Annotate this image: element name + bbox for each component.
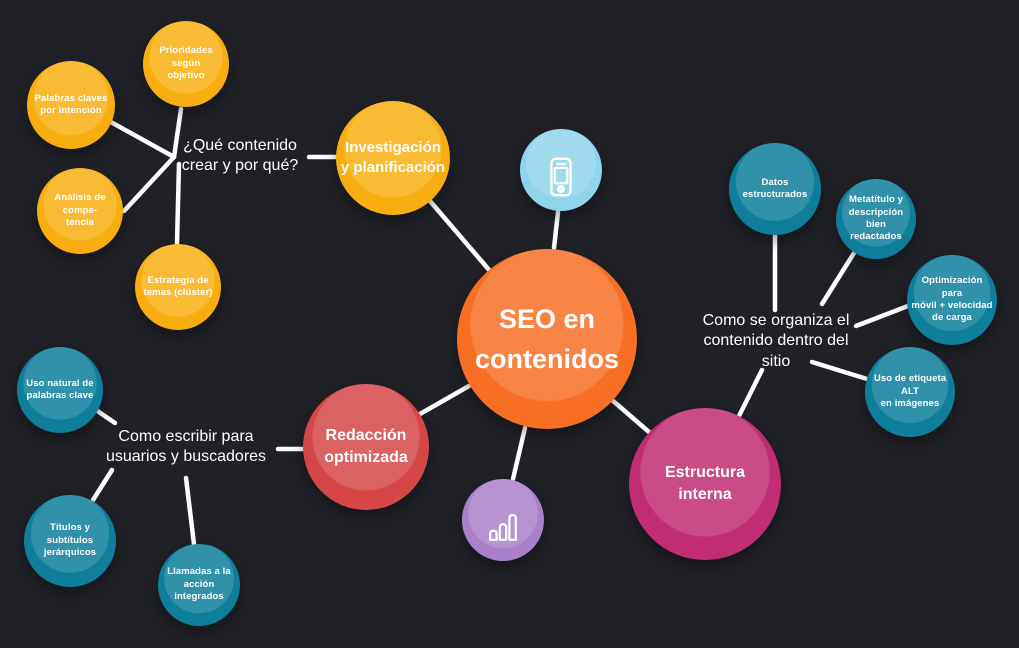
phone-icon-node[interactable] [520,129,602,211]
satellite-node-prioridades[interactable]: Prioridades según objetivo [143,21,229,107]
question-label-investigacion[interactable]: ¿Qué contenido crear y por qué? [181,137,299,175]
satellite-node-optimizacion[interactable]: Optimización para móvil + velocidad de c… [907,255,997,345]
question-label-redaccion[interactable]: Como escribir para usuarios y buscadores [105,428,267,466]
satellite-node-alt[interactable]: Uso de etiqueta ALT en imágenes [865,347,955,437]
satellite-node-uso-natural[interactable]: Uso natural de palabras clave [17,347,103,433]
satellite-node-metatitulo[interactable]: Metatítulo y descripción bien redactados [836,179,916,259]
satellite-node-titulos[interactable]: Títulos y subtítulos jerárquicos [24,495,116,587]
chart-icon-node[interactable] [462,479,544,561]
satellite-node-palabras[interactable]: Palabras claves por intención [27,61,115,149]
satellite-node-llamadas[interactable]: Llamadas a la acción integrados [158,544,240,626]
smartphone-icon [538,136,584,205]
bar-chart-icon [481,487,525,554]
satellite-node-estrategia[interactable]: Estrategia de temas (clúster) [135,244,221,330]
topic-node-investigacion[interactable]: Investigación y planificación [336,101,450,215]
satellite-node-analisis[interactable]: Análisis de compe- tencia [37,168,123,254]
topic-node-estructura[interactable]: Estructura interna [629,408,781,560]
satellite-node-datos[interactable]: Datos estructurados [729,143,821,235]
question-label-estructura[interactable]: Como se organiza el contenido dentro del… [702,312,850,370]
topic-node-redaccion[interactable]: Redacción optimizada [303,384,429,510]
central-topic-node[interactable]: SEO en contenidos [457,249,637,429]
